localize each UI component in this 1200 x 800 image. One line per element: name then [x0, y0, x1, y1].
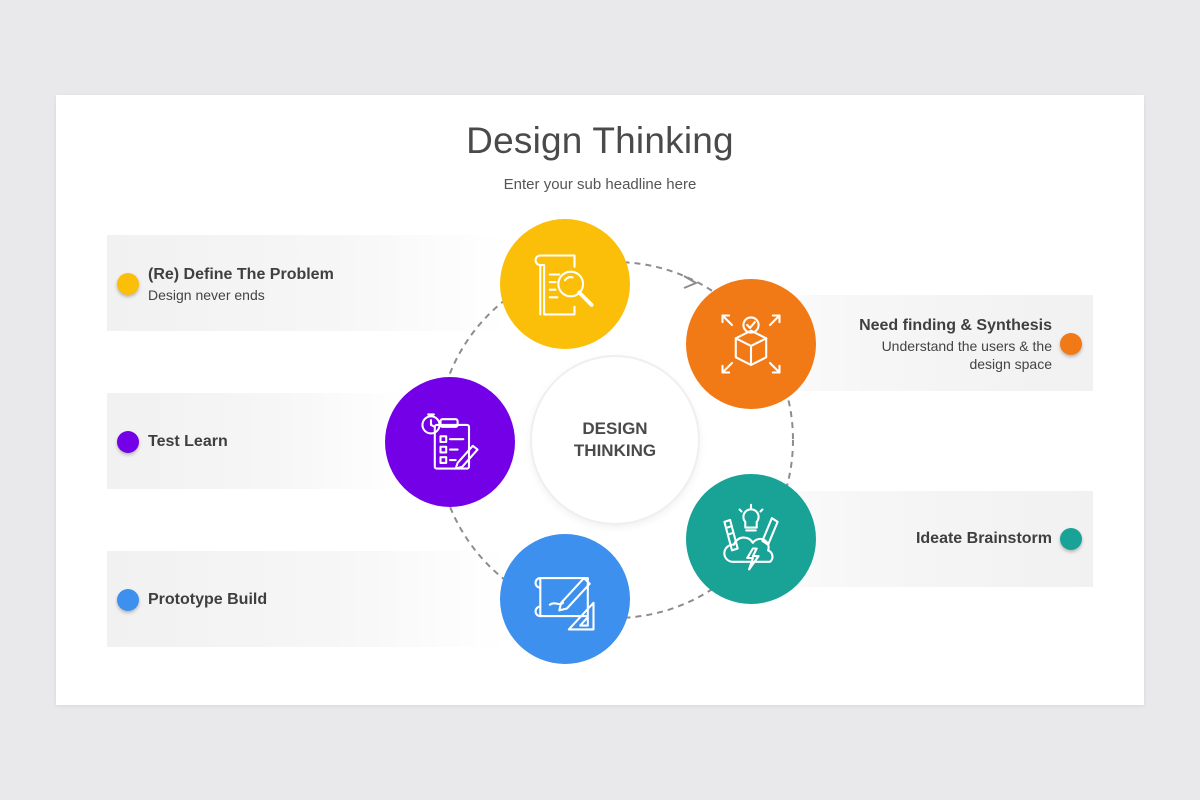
step-band-define — [107, 235, 507, 331]
step-dot-test — [117, 431, 139, 453]
page-subtitle: Enter your sub headline here — [503, 176, 697, 193]
node-needfinding — [686, 279, 816, 409]
step-dot-ideate — [1060, 528, 1082, 550]
center-line-2: THINKING — [573, 441, 657, 460]
step-title-ideate: Ideate Brainstorm — [915, 530, 1052, 547]
center-line-1: DESIGN — [582, 419, 648, 438]
step-title-test: Test Learn — [148, 433, 228, 450]
step-dot-define — [117, 273, 139, 295]
step-title-prototype: Prototype Build — [148, 591, 268, 608]
node-define — [500, 219, 630, 349]
cycle-arrowhead — [683, 275, 699, 289]
document-magnifier-icon — [534, 254, 594, 316]
node-ideate — [686, 474, 816, 604]
step-band-prototype — [107, 551, 507, 647]
step-desc-needfinding-2: design space — [969, 356, 1052, 372]
box-arrows-icon — [721, 314, 781, 374]
step-dot-prototype — [117, 589, 139, 611]
page-title: Design Thinking — [466, 120, 734, 161]
step-dot-needfinding — [1060, 333, 1082, 355]
step-title-define: (Re) Define The Problem — [148, 266, 334, 283]
center-label: DESIGN THINKING — [532, 357, 698, 523]
checklist-stopwatch-icon — [421, 413, 479, 470]
idea-cloud-icon — [723, 503, 779, 571]
step-desc-define: Design never ends — [148, 287, 265, 303]
step-title-needfinding: Need finding & Synthesis — [859, 317, 1052, 334]
blueprint-ruler-icon — [534, 577, 595, 631]
step-band-test — [107, 393, 407, 489]
node-prototype — [500, 534, 630, 664]
node-test — [385, 377, 515, 507]
step-desc-needfinding-1: Understand the users & the — [881, 338, 1052, 354]
